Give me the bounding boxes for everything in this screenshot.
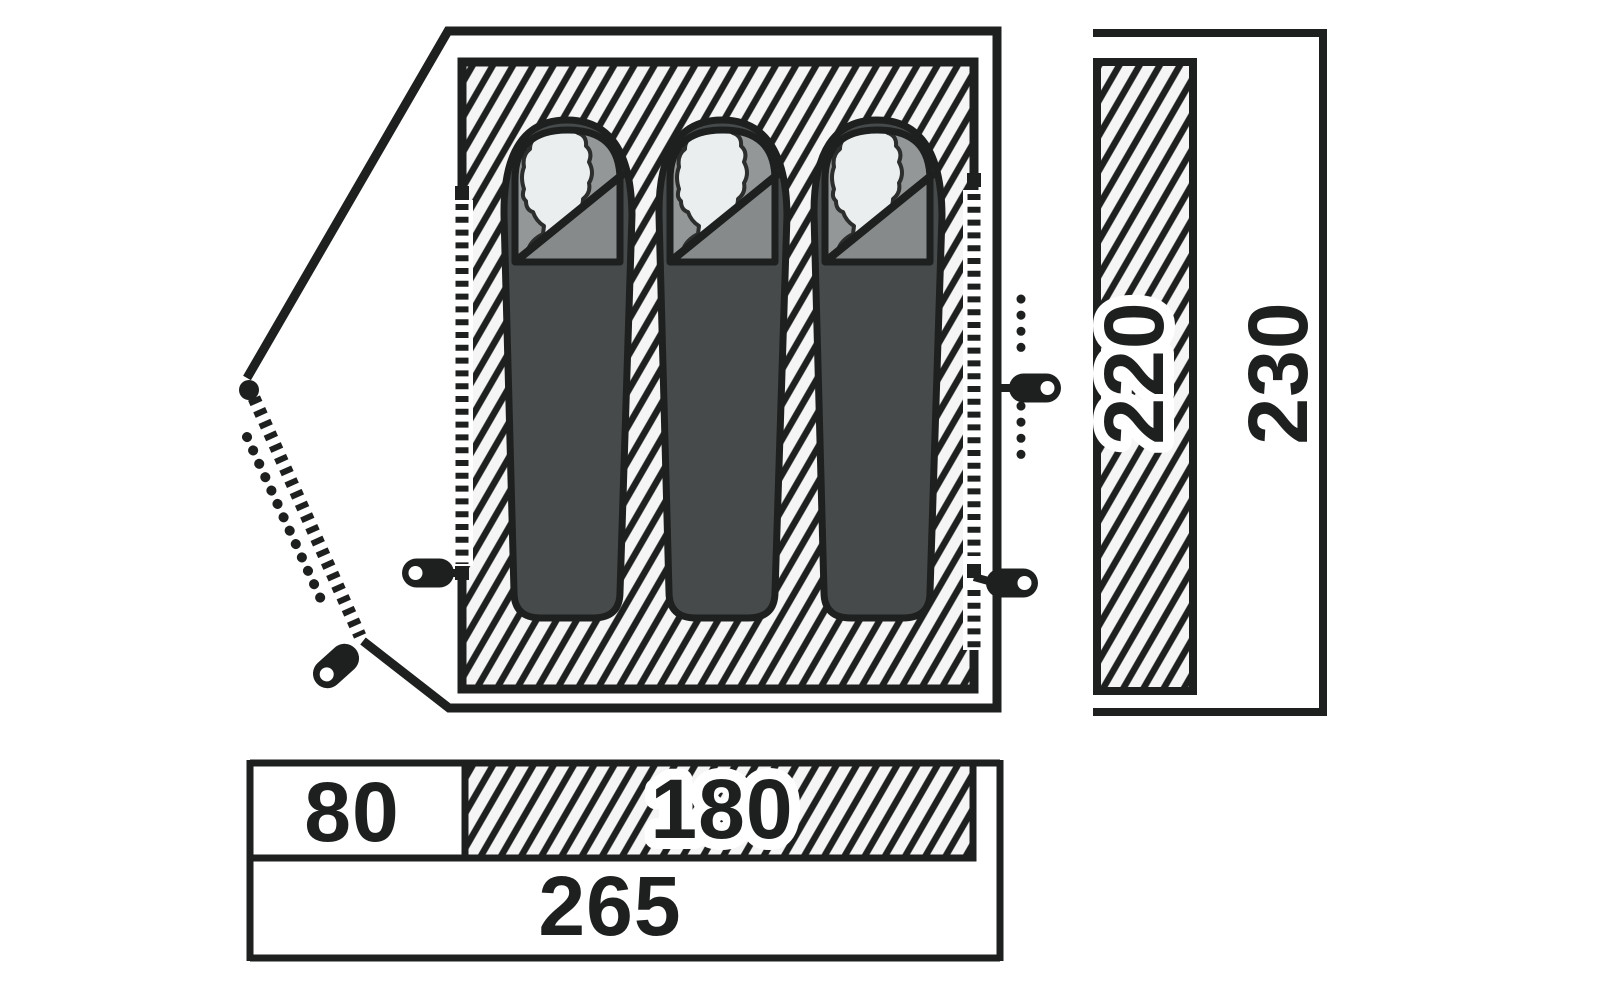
porch-guy-line xyxy=(242,432,329,611)
tent-peg-right-bottom-icon xyxy=(986,568,1038,598)
sleeping-bag-2 xyxy=(659,120,787,618)
porch-apex-knot xyxy=(239,380,259,400)
right-zipper-gap xyxy=(963,190,985,650)
tent-top-view xyxy=(239,26,1061,713)
label-inner-depth: 220 xyxy=(1087,301,1181,444)
label-porch-width: 80 xyxy=(304,765,399,859)
sleeping-bag-1 xyxy=(504,120,632,618)
width-dimensions: 80 180 265 xyxy=(246,751,1004,962)
tent-peg-left-icon xyxy=(402,558,454,588)
tent-outline xyxy=(243,26,1002,713)
inner-width-bar xyxy=(461,759,977,862)
label-inner-width: 180 xyxy=(650,762,793,856)
inner-depth-bar xyxy=(1093,58,1197,695)
tent-peg-porch-icon xyxy=(306,637,366,695)
porch-door-zipper xyxy=(248,395,366,639)
tent-peg-right-top-icon xyxy=(1009,373,1061,403)
sleeping-bag-3 xyxy=(814,120,942,618)
depth-dimensions: 220 230 xyxy=(1076,29,1327,716)
label-total-width: 265 xyxy=(538,859,681,953)
label-total-depth: 230 xyxy=(1231,301,1325,444)
left-zipper-gap xyxy=(451,200,473,566)
total-depth-bracket xyxy=(1093,29,1327,716)
